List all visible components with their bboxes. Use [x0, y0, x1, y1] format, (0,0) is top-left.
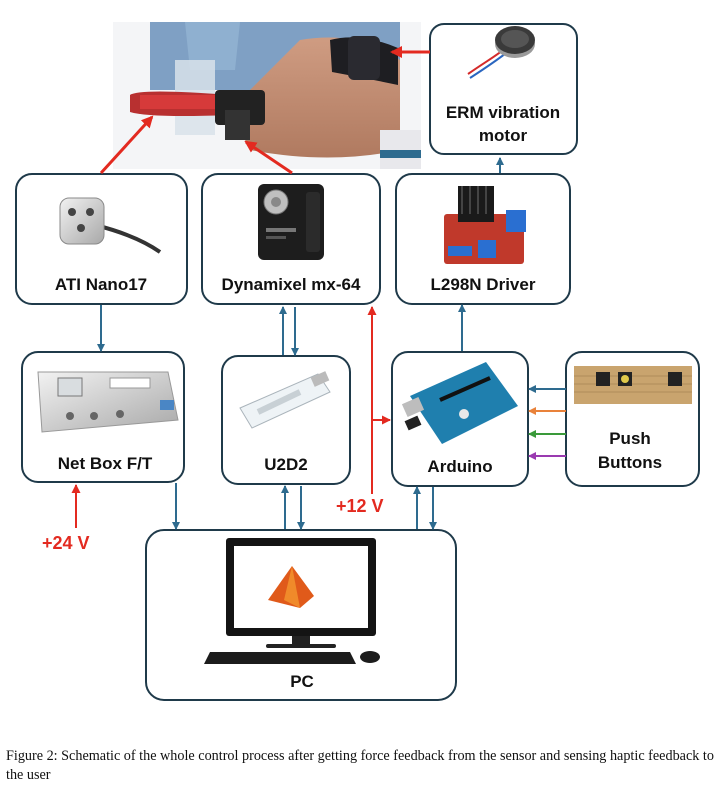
voltage-24v: +24 V [42, 533, 90, 553]
u2d2-label: U2D2 [264, 455, 307, 474]
voltage-12v: +12 V [336, 496, 384, 516]
servo-motor-image [258, 184, 324, 260]
l298n-driver-node: L298N Driver [395, 173, 571, 305]
pc-label: PC [290, 672, 314, 691]
push-label-line1: Push [609, 429, 651, 448]
pc-node: PC [145, 529, 457, 701]
erm-motor-node: ERM vibration motor [429, 23, 578, 155]
dynamixel-label: Dynamixel mx-64 [222, 275, 361, 294]
erm-label-line2: motor [479, 126, 528, 145]
arduino-node: Arduino [391, 351, 529, 487]
netbox-image [37, 371, 179, 433]
ati-label: ATI Nano17 [55, 275, 147, 294]
dynamixel-to-arm-arrow [244, 140, 293, 175]
u2d2-image [239, 371, 331, 429]
arduino-board-image [401, 362, 518, 444]
netbox-node: Net Box F/T [21, 351, 185, 483]
power-connectors [71, 46, 504, 528]
motor-driver-image [444, 186, 526, 264]
v12-supply-line [371, 415, 391, 494]
push-label-line2: Buttons [598, 453, 662, 472]
u2d2-node: U2D2 [221, 355, 351, 485]
l298n-label: L298N Driver [431, 275, 536, 294]
user-arm-photo [113, 22, 421, 169]
push-buttons-image [574, 366, 692, 404]
erm-label-line1: ERM vibration [446, 103, 560, 122]
figure-caption: Figure 2: Schematic of the whole control… [6, 748, 714, 783]
arduino-label: Arduino [427, 457, 492, 476]
computer-image [204, 538, 380, 664]
dynamixel-node: Dynamixel mx-64 [201, 173, 381, 305]
signal-connectors [97, 304, 566, 530]
ati-nano17-node: ATI Nano17 [15, 173, 188, 305]
erm-motor-image [467, 26, 535, 79]
push-buttons-node: Push Buttons [565, 351, 700, 487]
netbox-label: Net Box F/T [58, 454, 153, 473]
force-sensor-image [59, 197, 162, 254]
ati-to-arm-arrow [99, 115, 154, 175]
